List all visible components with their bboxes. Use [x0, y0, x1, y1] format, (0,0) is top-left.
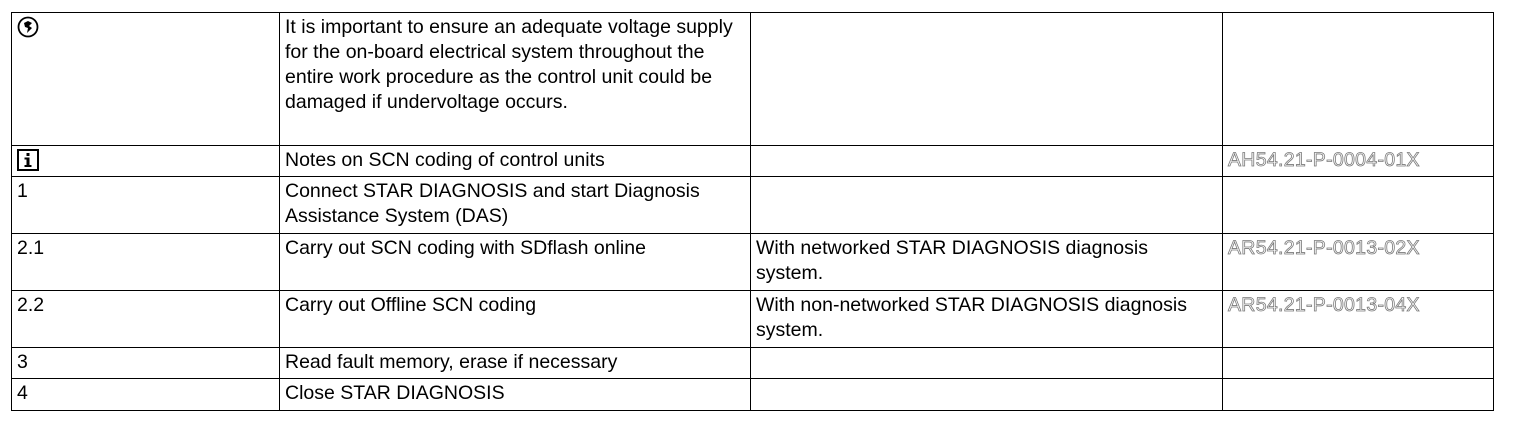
- condition-cell: [750, 176, 1223, 234]
- step-cell: 2.2: [11, 290, 280, 348]
- procedure-table: It is important to ensure an adequate vo…: [11, 12, 1494, 411]
- step-cell: [11, 12, 280, 146]
- condition-cell: With networked STAR DIAGNOSIS diagnosis …: [750, 233, 1223, 291]
- table-row: It is important to ensure an adequate vo…: [11, 12, 1494, 146]
- step-cell: 1: [11, 176, 280, 234]
- operation-cell: Carry out Offline SCN coding: [279, 290, 751, 348]
- step-cell: [11, 145, 280, 177]
- reference-link[interactable]: AH54.21-P-0004-01X: [1222, 145, 1494, 177]
- condition-cell: [750, 12, 1223, 146]
- operation-cell: Notes on SCN coding of control units: [279, 145, 751, 177]
- step-cell: 4: [11, 378, 280, 411]
- operation-cell: Carry out SCN coding with SDflash online: [279, 233, 751, 291]
- operation-cell: Read fault memory, erase if necessary: [279, 347, 751, 379]
- reference-link[interactable]: AR54.21-P-0013-02X: [1222, 233, 1494, 291]
- condition-cell: [750, 347, 1223, 379]
- reference-cell[interactable]: [1222, 12, 1494, 146]
- condition-cell: [750, 378, 1223, 411]
- info-icon: [17, 149, 39, 171]
- condition-cell: [750, 145, 1223, 177]
- reference-cell: [1222, 347, 1494, 379]
- operation-cell: It is important to ensure an adequate vo…: [279, 12, 751, 146]
- step-cell: 3: [11, 347, 280, 379]
- condition-cell: With non-networked STAR DIAGNOSIS diagno…: [750, 290, 1223, 348]
- operation-cell: Connect STAR DIAGNOSIS and start Diagnos…: [279, 176, 751, 234]
- table-row: Notes on SCN coding of control units AH5…: [11, 145, 1494, 177]
- table-row: 3 Read fault memory, erase if necessary: [11, 347, 1494, 379]
- reference-cell: [1222, 378, 1494, 411]
- table-row: 4 Close STAR DIAGNOSIS: [11, 378, 1494, 411]
- reference-cell: [1222, 176, 1494, 234]
- table-row: 1 Connect STAR DIAGNOSIS and start Diagn…: [11, 176, 1494, 234]
- operation-cell: Close STAR DIAGNOSIS: [279, 378, 751, 411]
- warning-esd-icon: [17, 16, 39, 38]
- reference-link[interactable]: AR54.21-P-0013-04X: [1222, 290, 1494, 348]
- step-cell: 2.1: [11, 233, 280, 291]
- table-row: 2.2 Carry out Offline SCN coding With no…: [11, 290, 1494, 348]
- table-row: 2.1 Carry out SCN coding with SDflash on…: [11, 233, 1494, 291]
